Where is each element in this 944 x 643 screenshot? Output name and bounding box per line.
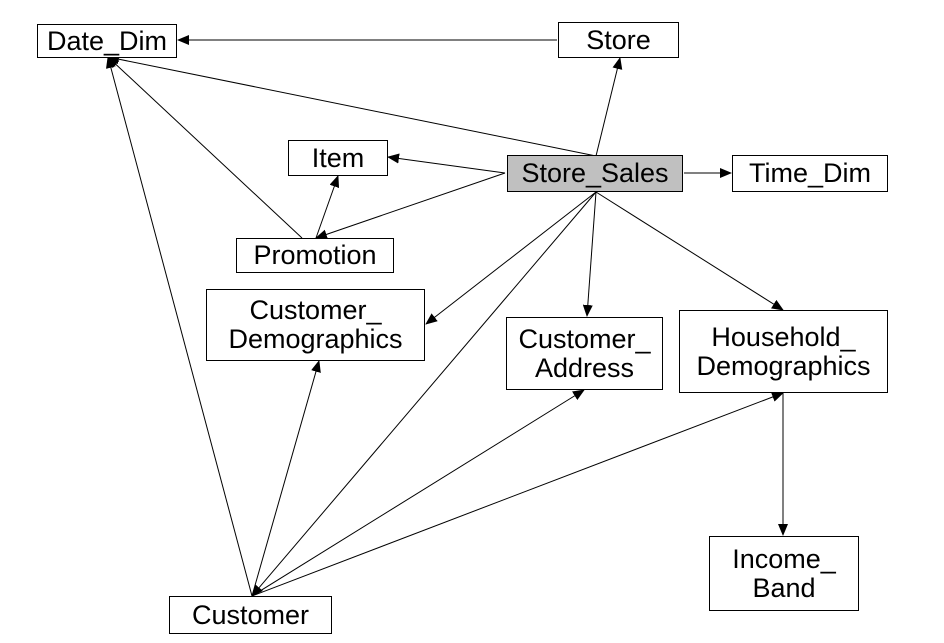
edge-store-sales-to-customer — [251, 191, 597, 597]
edge-store-sales-to-customer-demographics — [425, 191, 597, 325]
node-promotion: Promotion — [236, 238, 394, 273]
edge-store-sales-to-store — [595, 57, 623, 157]
node-customer-address: Customer_ Address — [506, 317, 663, 390]
edge-customer-to-customer-address — [251, 389, 585, 597]
edge-customer-to-customer-demographics — [251, 360, 321, 597]
node-customer: Customer — [169, 596, 332, 634]
edge-group — [106, 35, 788, 597]
node-store-sales: Store_Sales — [507, 155, 683, 192]
node-income-band: Income_ Band — [709, 536, 859, 611]
node-date-dim: Date_Dim — [37, 24, 177, 58]
edge-customer-to-household-demographics — [251, 392, 784, 597]
node-store: Store — [558, 22, 679, 58]
edge-promotion-to-date-dim — [107, 56, 303, 239]
edge-promotion-to-item — [315, 175, 340, 239]
edge-store-sales-to-household-demographics — [595, 191, 784, 311]
edge-store-sales-to-customer-address — [582, 191, 597, 317]
node-customer-demographics: Customer_ Demographics — [206, 289, 425, 361]
node-household-demographics: Household_ Demographics — [679, 310, 888, 393]
edge-store-sales-to-promotion — [315, 172, 506, 240]
node-item: Item — [288, 140, 388, 176]
node-time-dim: Time_Dim — [732, 155, 888, 192]
edge-store-sales-to-item — [387, 153, 506, 174]
edge-store-sales-to-date-dim — [107, 54, 597, 157]
edge-customer-to-date-dim — [106, 56, 253, 597]
